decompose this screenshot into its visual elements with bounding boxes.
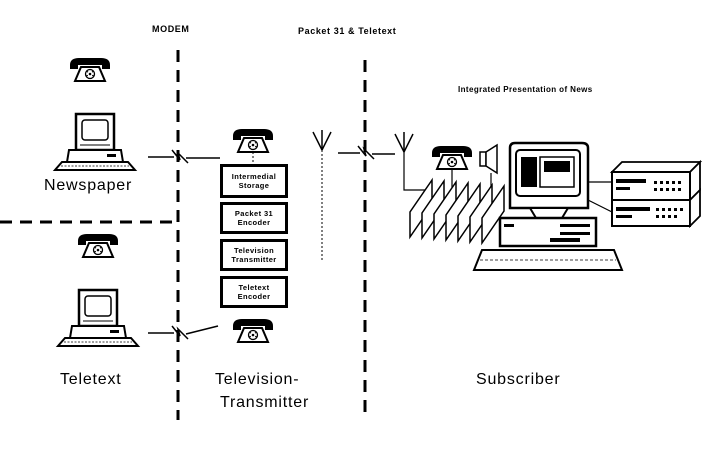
- television-transmitter-line1: Television: [233, 246, 275, 255]
- modem-label: MODEM: [152, 24, 190, 34]
- subscriber-phone-icon: [431, 145, 473, 170]
- video-recorder-bottom-icon: [611, 187, 701, 229]
- teletext-encoder-line1: Teletext: [238, 283, 270, 292]
- television-transmitter-box: Television Transmitter: [220, 239, 288, 271]
- teletext-label: Teletext: [60, 371, 122, 388]
- speaker-icon: [479, 143, 498, 188]
- newspaper-computer-icon: [53, 112, 137, 172]
- tv-transmitter-label-line2: Transmitter: [220, 394, 310, 411]
- video-recorder-top-icon: [609, 159, 703, 203]
- teletext-modem-link: [148, 325, 219, 340]
- broadcast-link: [338, 145, 395, 160]
- transmitter-antenna-icon: [312, 130, 332, 262]
- intermedial-storage-line1: Intermedial: [231, 172, 277, 181]
- packet31-encoder-line1: Packet 31: [234, 209, 274, 218]
- teletext-encoder-line2: Encoder: [237, 292, 271, 301]
- television-transmitter-line2: Transmitter: [231, 255, 277, 264]
- newspaper-modem-link: [148, 149, 220, 164]
- intermedial-storage-box: Intermedial Storage: [220, 164, 288, 198]
- teletext-phone-icon: [77, 233, 119, 258]
- packet31-encoder-line2: Encoder: [237, 218, 271, 227]
- newspaper-phone-icon: [69, 57, 111, 82]
- transmitter-lower-phone-icon: [232, 318, 274, 343]
- packet31-encoder-box: Packet 31 Encoder: [220, 202, 288, 234]
- intermedial-storage-line2: Storage: [238, 181, 270, 190]
- integrated-presentation-label: Integrated Presentation of News: [458, 85, 593, 94]
- teletext-computer-icon: [56, 288, 140, 348]
- teletext-encoder-box: Teletext Encoder: [220, 276, 288, 308]
- subscriber-label: Subscriber: [476, 371, 561, 388]
- newspaper-label: Newspaper: [44, 177, 133, 194]
- packet-teletext-label: Packet 31 & Teletext: [298, 26, 397, 36]
- receiver-antenna-icon: [394, 132, 430, 191]
- decoder-cards: [409, 177, 505, 246]
- transmitter-phone-icon: [232, 128, 274, 153]
- subscriber-computer-icon: [472, 141, 624, 271]
- tv-transmitter-label-line1: Television-: [215, 371, 300, 388]
